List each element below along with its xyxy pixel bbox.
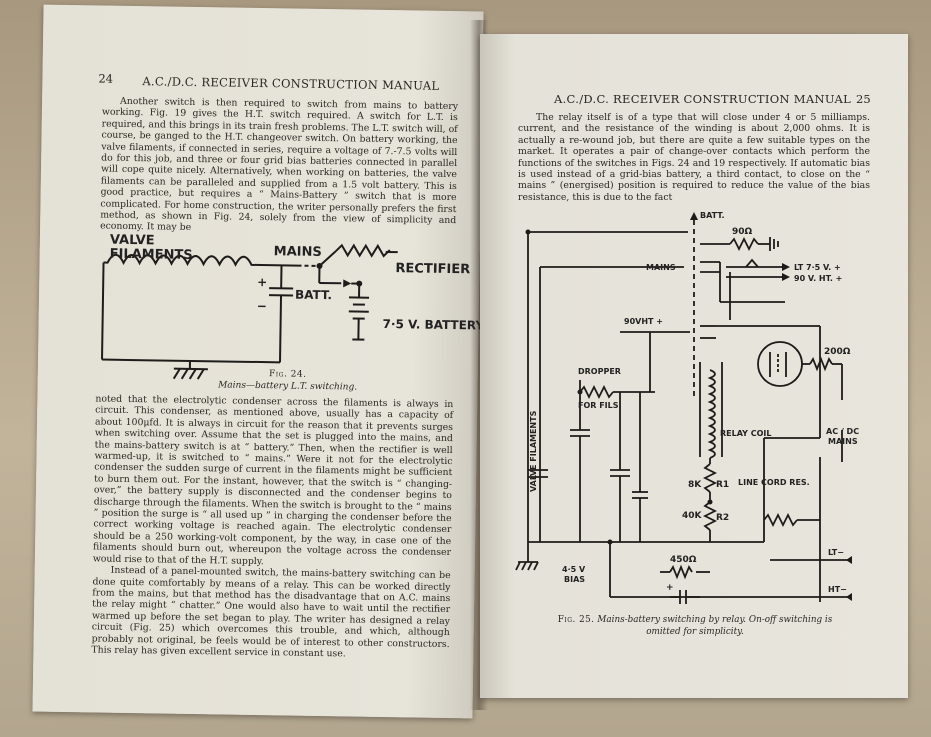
fig25-label-r2: R2	[716, 513, 729, 523]
fig25-label-lt-minus: LT−	[828, 548, 844, 557]
fig25-label-90vht: 90VHT +	[624, 317, 663, 326]
fig25-label-for-fils: FOR FILS.	[578, 401, 622, 410]
fig25-label-relay-coil: RELAY COIL	[720, 429, 771, 438]
fig25-label-mains: MAINS	[646, 263, 676, 272]
fig25-label-acdc-mains: MAINS	[828, 437, 858, 446]
fig24-label-batt: BATT.	[295, 288, 332, 303]
left-paragraph-1: Another switch is then required to switc…	[100, 95, 459, 234]
left-paragraph-3: Instead of a panel-mounted switch, the m…	[91, 564, 451, 660]
left-paragraph-2: noted that the electrolytic condenser ac…	[92, 393, 454, 567]
left-para-2-block: noted that the electrolytic condenser ac…	[91, 393, 453, 661]
fig24-label-battery: 7·5 V. BATTERY	[382, 317, 484, 333]
fig24-label-valve: VALVE	[110, 233, 155, 249]
fig25-label-line-cord: LINE CORD RES.	[738, 478, 810, 487]
figure-25-caption: Fig. 25. Mains-battery switching by rela…	[540, 614, 850, 638]
fig25-label-90ohm: 90Ω	[732, 227, 753, 237]
fig24-label-filaments: FILAMENTS	[110, 247, 193, 263]
fig25-label-batt: BATT.	[700, 211, 725, 220]
fig25-label-dropper: DROPPER	[578, 367, 621, 376]
figure-24-caption: Fig. 24. Mains—battery L.T. switching.	[178, 367, 398, 394]
fig25-label-ht-minus: HT−	[828, 585, 847, 594]
fig25-caption-text: Mains-battery switching by relay. On-off…	[597, 615, 833, 637]
fig24-caption-text: Mains—battery L.T. switching.	[218, 380, 358, 393]
fig24-label-mains: MAINS	[274, 244, 322, 260]
page-number-right: 25	[856, 92, 871, 106]
fig25-label-acdc: AC / DC	[826, 427, 859, 436]
right-para-1-block: The relay itself is of a type that will …	[518, 112, 870, 203]
running-head-left: A.C./D.C. RECEIVER CONSTRUCTION MANUAL	[142, 74, 440, 93]
fig25-label-valve-filaments: VALVE FILAMENTS	[529, 410, 538, 492]
fig24-label-rectifier: RECTIFIER	[395, 261, 470, 277]
fig25-label-bias-v: 4·5 V	[562, 565, 586, 574]
fig25-label-ht: 90 V. HT. +	[794, 274, 842, 283]
left-para-1-block: Another switch is then required to switc…	[100, 96, 458, 238]
fig25-label-bias-plus: +	[666, 583, 674, 593]
fig25-label-450ohm: 450Ω	[670, 555, 697, 565]
left-page: 24 A.C./D.C. RECEIVER CONSTRUCTION MANUA…	[32, 4, 485, 719]
fig25-label-200ohm: 200Ω	[824, 347, 851, 357]
fig25-label-lt: LT 7·5 V. +	[794, 263, 841, 272]
figure-25-diagram: BATT. 90Ω MAINS LT 7·5 V. + 90 V. HT. + …	[515, 211, 859, 604]
fig25-label-8k: 8K	[688, 480, 702, 490]
fig25-caption-number: Fig. 25.	[557, 615, 595, 625]
page-number-left: 24	[98, 71, 114, 86]
right-page: A.C./D.C. RECEIVER CONSTRUCTION MANUAL 2…	[480, 34, 908, 698]
right-paragraph-1: The relay itself is of a type that will …	[518, 112, 870, 203]
fig25-label-40k: 40K	[682, 511, 703, 521]
running-head-right: A.C./D.C. RECEIVER CONSTRUCTION MANUAL	[554, 92, 852, 106]
fig25-label-r1: R1	[716, 480, 729, 490]
fig24-label-plus: +	[257, 275, 267, 289]
figure-24-diagram: VALVE FILAMENTS MAINS RECTIFIER BATT. 7·…	[101, 233, 485, 380]
fig24-label-minus: −	[257, 299, 267, 313]
fig25-label-bias: BIAS	[564, 575, 585, 584]
